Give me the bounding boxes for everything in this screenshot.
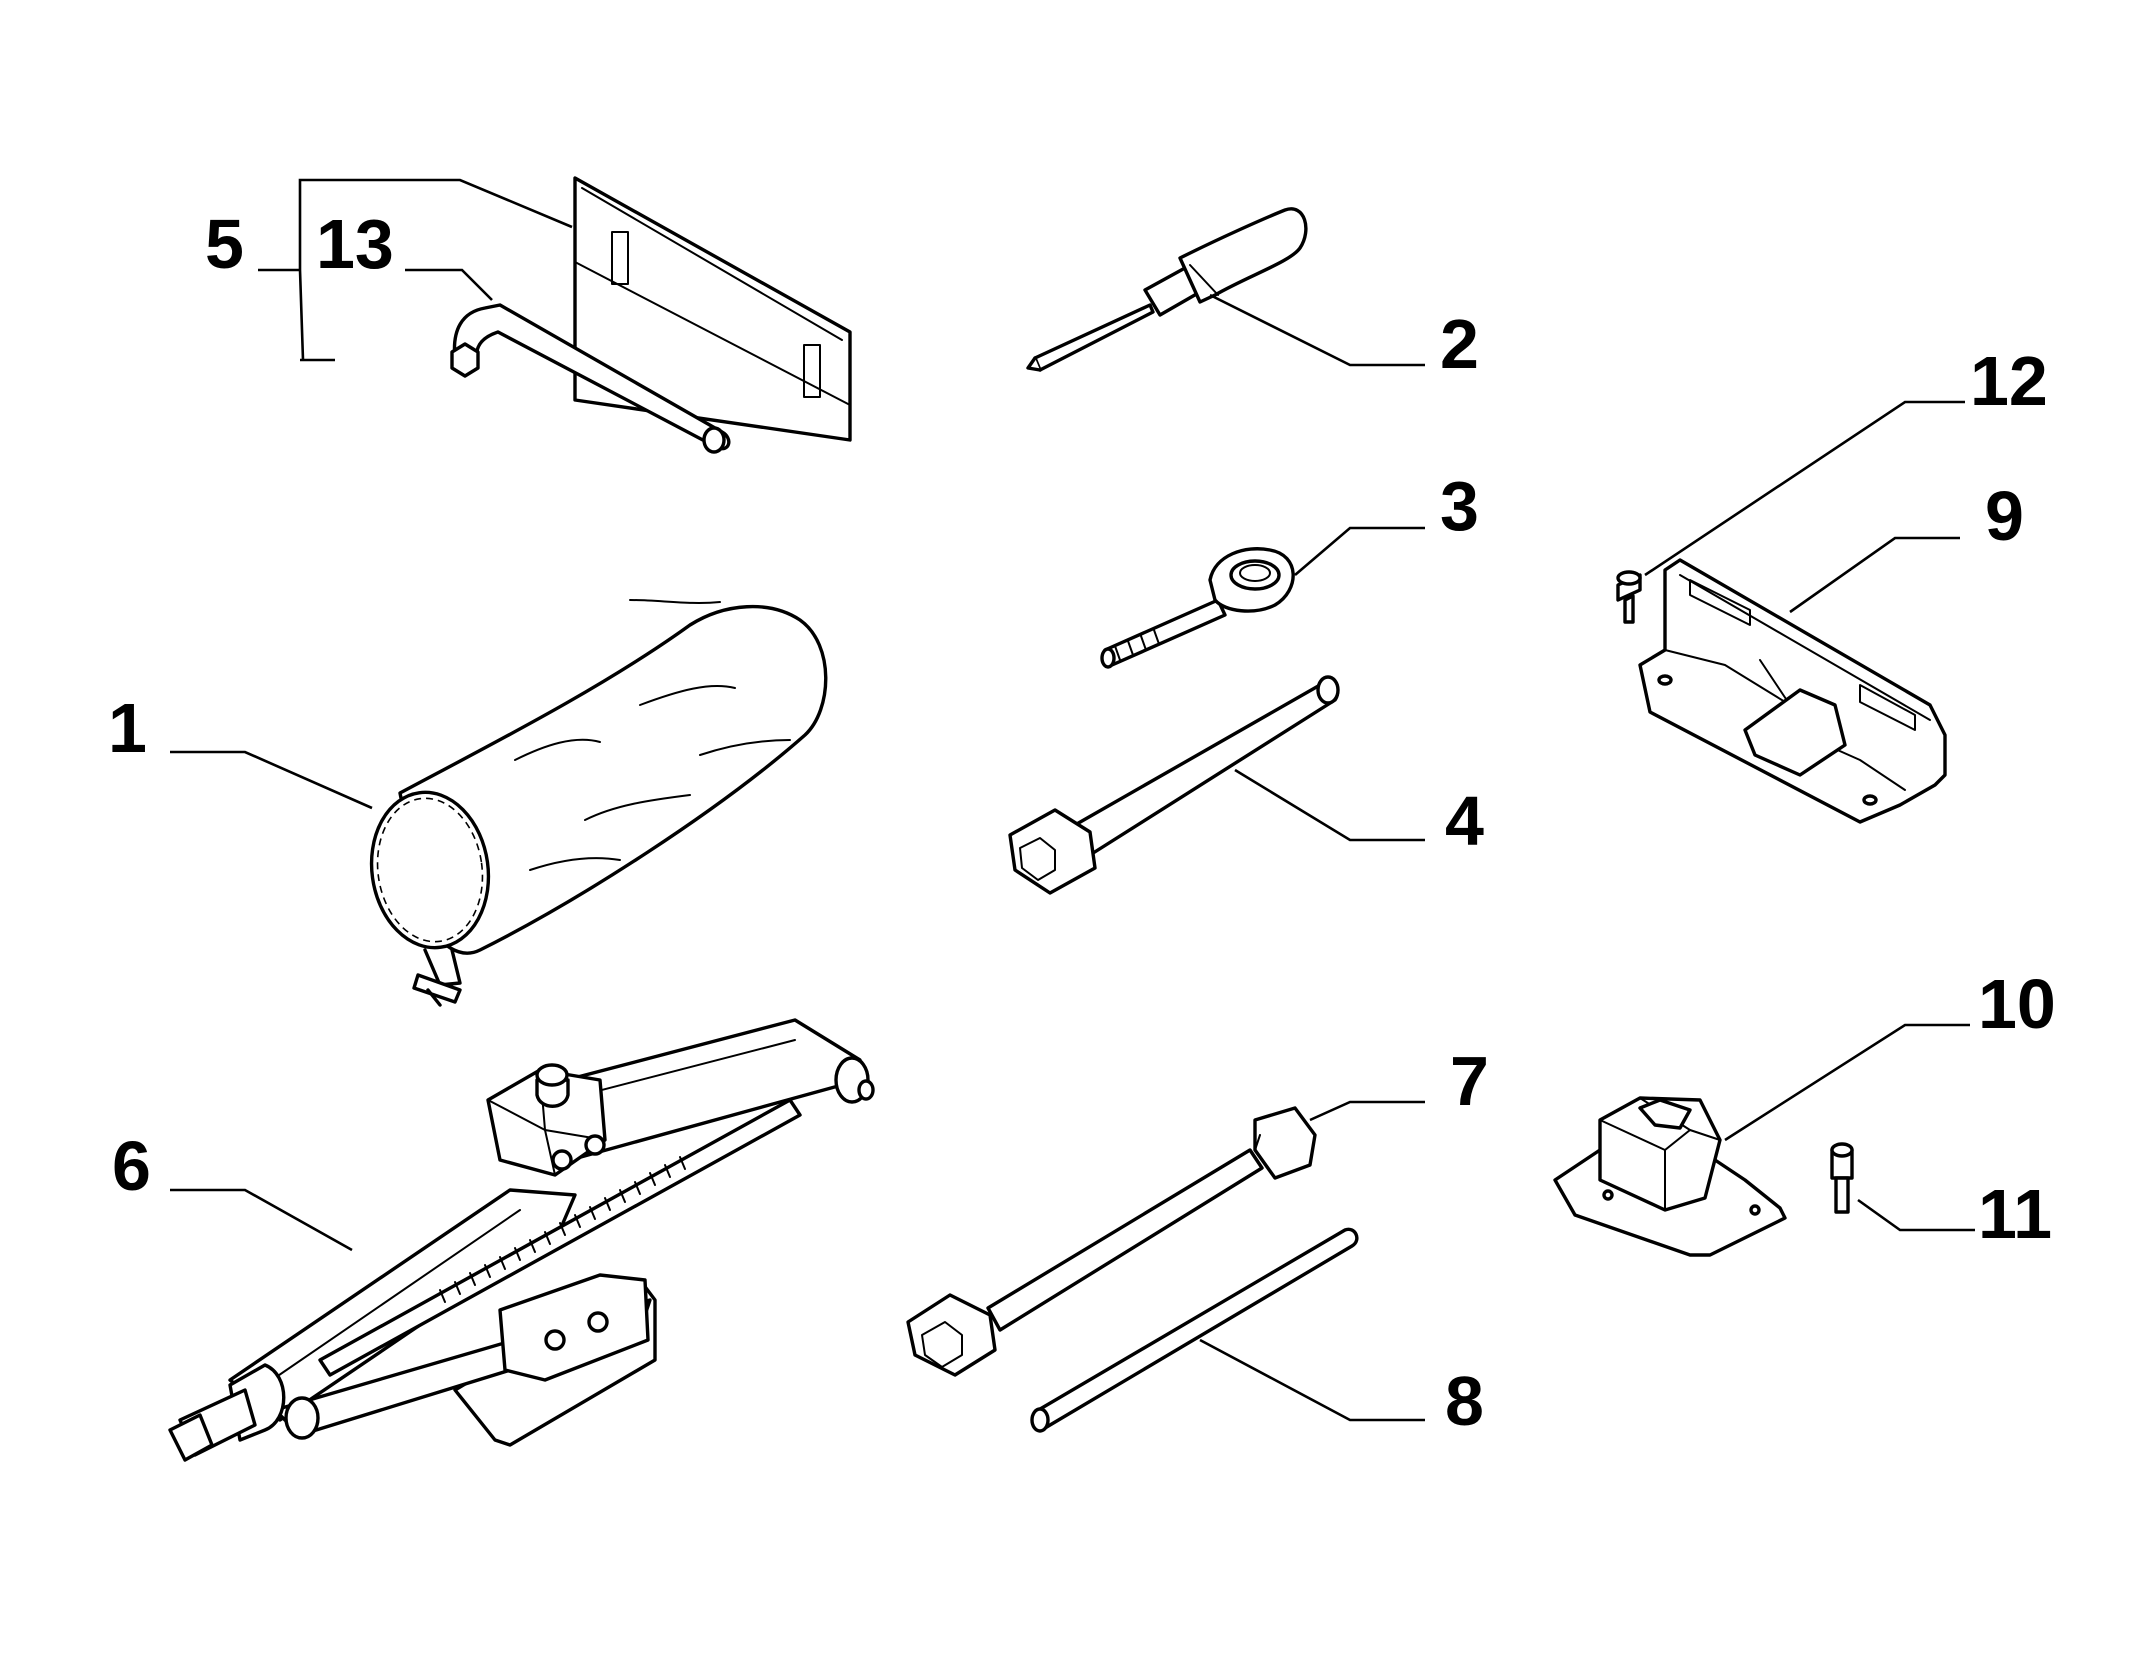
instruction-card-icon — [573, 176, 852, 442]
tool-bag-icon — [170, 599, 828, 1007]
callout-2: 2 — [1440, 305, 1479, 383]
screwdriver-icon — [1026, 207, 1425, 372]
socket-bar-icon — [1008, 675, 1425, 895]
towing-eye-icon — [1100, 526, 1425, 669]
tommy-bar-icon — [1030, 1227, 1425, 1433]
bolt-icon — [1616, 400, 1965, 624]
callout-9: 9 — [1985, 477, 2024, 555]
tool-kit-group-bracket — [258, 178, 573, 362]
callout-12: 12 — [1970, 342, 2048, 420]
callout-8: 8 — [1445, 1362, 1484, 1440]
callout-5: 5 — [205, 205, 244, 283]
callout-4: 4 — [1445, 782, 1484, 860]
callout-3: 3 — [1440, 467, 1479, 545]
callout-1: 1 — [108, 689, 147, 767]
callout-labels: 5 13 2 12 3 9 1 4 10 7 6 11 8 — [108, 205, 2056, 1440]
mounting-bracket-icon — [1638, 536, 1960, 824]
wheel-brace-icon — [906, 1100, 1425, 1377]
callout-6: 6 — [112, 1127, 151, 1205]
jack-support-icon — [1553, 1023, 1970, 1257]
callout-11: 11 — [1978, 1175, 2052, 1253]
callout-13: 13 — [316, 205, 394, 283]
scissor-jack-icon — [168, 1018, 875, 1462]
screw-icon — [1830, 1142, 1975, 1232]
callout-7: 7 — [1450, 1042, 1489, 1120]
allen-key-icon — [405, 268, 731, 454]
callout-10: 10 — [1978, 965, 2056, 1043]
